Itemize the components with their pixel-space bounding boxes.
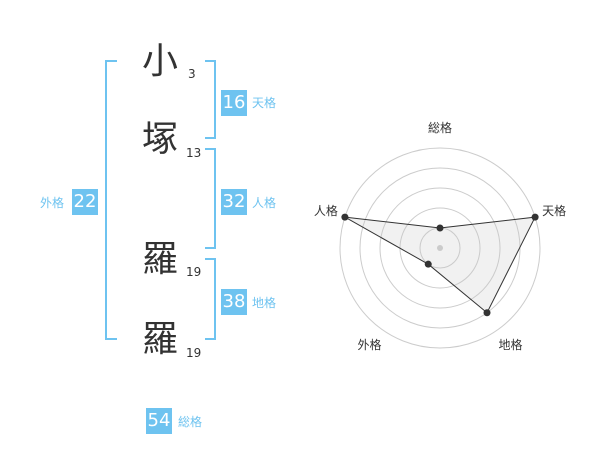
gaikaku-bracket [105,60,117,340]
soukaku-label: 総格 [178,415,203,429]
chikaku-value: 38 [221,289,247,315]
radar-polygon [344,216,536,314]
chikaku-bracket [205,258,216,340]
chikaku-label: 地格 [252,296,277,310]
radar-axis-label: 天格 [542,203,566,218]
tenkaku-value: 16 [221,90,247,116]
soukaku-value: 54 [146,408,172,434]
jinkaku-bracket [205,148,216,249]
stroke-count-1: 3 [188,67,196,81]
name-char-4: 羅 [142,319,179,360]
name-char-3: 羅 [142,239,179,280]
jinkaku-label: 人格 [252,196,277,210]
radar-point [436,224,444,232]
radar-axis-label: 地格 [499,337,523,352]
radar-point [341,213,349,221]
tenkaku-bracket [205,60,216,139]
gaikaku-label: 外格 [40,196,65,210]
radar-series [341,213,539,317]
radar-axis-label: 総格 [428,120,452,135]
radar-ring [379,187,501,309]
radar-point [483,309,491,317]
tenkaku-label: 天格 [252,96,277,110]
jinkaku-value: 32 [221,189,247,215]
radar-point [531,213,539,221]
radar-point [424,260,432,268]
stroke-count-4: 19 [186,346,202,360]
name-char-2: 塚 [142,119,179,160]
radar-ring [339,147,541,349]
stroke-count-2: 13 [186,146,202,160]
stroke-count-3: 19 [186,265,202,279]
name-char-1: 小 [142,41,179,82]
gaikaku-value: 22 [72,189,98,215]
radar-axis-label: 人格 [314,203,338,218]
radar-center-dot [437,245,443,251]
radar-axis-label: 外格 [357,337,381,352]
